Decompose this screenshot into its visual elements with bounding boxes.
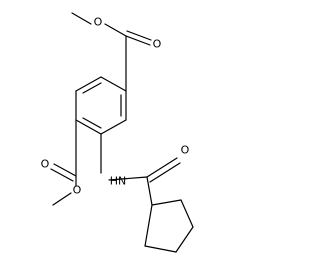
benzene-ring: [75, 76, 127, 135]
ester-top-ether-oxygen: O: [94, 16, 103, 29]
ring-bond: [151, 199, 182, 206]
ring-bond: [144, 204, 153, 247]
ring-bond: [75, 76, 102, 92]
bond: [146, 176, 153, 206]
ring-bond: [175, 226, 194, 253]
amide-group: HN O: [100, 133, 190, 206]
ester-top-carbonyl-oxygen: O: [153, 38, 162, 51]
ring-bond: [75, 119, 102, 135]
methyl-bond: [71, 12, 92, 25]
top-ester-group: O O: [71, 12, 162, 92]
carbonyl-double-bond: [125, 35, 151, 46]
carbonyl-double-bond: [50, 168, 74, 182]
amide-nitrogen: HN: [110, 175, 127, 188]
methyl-bond: [52, 192, 72, 206]
amide-carbonyl-oxygen: O: [181, 144, 190, 157]
bottom-ester-group: O O: [41, 119, 82, 206]
ester-bottom-ether-oxygen: O: [73, 184, 82, 197]
ring-double-bond: [82, 82, 102, 94]
carbonyl-double-bond: [53, 163, 77, 177]
ring-bond: [100, 119, 127, 135]
cyclopentane-ring: [144, 199, 194, 253]
bond: [104, 23, 127, 37]
carbonyl-double-bond: [149, 162, 181, 183]
structure-diagram: O O O O HN O: [41, 12, 194, 253]
bond: [108, 176, 148, 181]
carbonyl-double-bond: [126, 30, 152, 41]
ring-bond: [180, 199, 194, 228]
molecule-drawing: O O O O HN O: [41, 12, 194, 253]
ring-double-bond: [82, 117, 102, 129]
ester-bottom-carbonyl-oxygen: O: [41, 158, 50, 171]
ring-bond: [100, 76, 127, 92]
carbonyl-double-bond: [146, 157, 178, 178]
ring-bond: [144, 245, 177, 253]
